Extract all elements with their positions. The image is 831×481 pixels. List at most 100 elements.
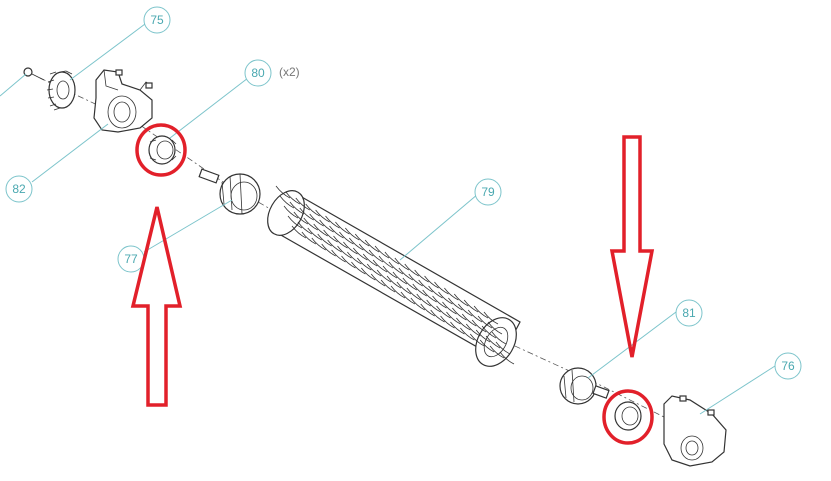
- brush-fin: [420, 303, 435, 317]
- quantity-label: (x2): [279, 65, 300, 79]
- brush-fin: [372, 259, 388, 273]
- brush-fin: [491, 331, 507, 345]
- brush-fin: [370, 273, 386, 287]
- brush-fin: [291, 225, 307, 239]
- brush-fin: [319, 219, 334, 233]
- brush-fin: [471, 319, 487, 333]
- brush-fin: [323, 229, 338, 243]
- brush-fin: [339, 231, 354, 245]
- brush-fin: [412, 283, 427, 297]
- brush-fin: [345, 227, 360, 241]
- brush-fins: [275, 185, 515, 365]
- brush-fin: [341, 255, 356, 269]
- callout-81: 81: [675, 299, 703, 327]
- roller-brush-part-79: [267, 185, 521, 367]
- brush-fin: [499, 351, 515, 365]
- svg-text:79: 79: [481, 185, 495, 199]
- brush-fin: [414, 269, 429, 283]
- brush-fin: [448, 297, 463, 311]
- brush-fin: [358, 243, 374, 257]
- brush-fin: [430, 309, 445, 323]
- brush-fin: [353, 247, 368, 261]
- brush-fin: [349, 237, 364, 251]
- red-up-arrow: [130, 206, 183, 407]
- brush-fin: [295, 197, 310, 211]
- brush-fin: [303, 217, 318, 231]
- brush-fin: [396, 281, 412, 295]
- callout-79: 79: [474, 178, 502, 206]
- bushing-part-80: [148, 135, 177, 165]
- brush-fin: [293, 211, 309, 225]
- brush-fin: [444, 287, 459, 301]
- brush-fin: [398, 267, 414, 281]
- svg-text:76: 76: [781, 359, 795, 373]
- brush-fin: [285, 191, 301, 205]
- brush-fin: [481, 325, 497, 339]
- brush-fin: [289, 201, 305, 215]
- bushing-part-80-right: [614, 401, 642, 431]
- brush-fin: [475, 329, 491, 343]
- svg-text:77: 77: [124, 252, 138, 266]
- brush-fin: [418, 279, 433, 293]
- brush-fin: [325, 215, 340, 229]
- brush-fin: [299, 207, 314, 221]
- brush-fin: [446, 311, 461, 325]
- callout-80: 80 (x2): [244, 59, 300, 87]
- brush-fin: [382, 265, 398, 279]
- brush-fin: [434, 281, 449, 295]
- brush-fin: [279, 195, 295, 209]
- brush-fin: [364, 239, 380, 253]
- svg-text:75: 75: [150, 13, 164, 27]
- brush-fin: [313, 223, 328, 237]
- red-down-arrow: [609, 135, 655, 358]
- brush-fin: [315, 209, 330, 223]
- brush-fin: [406, 287, 422, 301]
- brush-fin: [343, 241, 358, 255]
- brush-fin: [351, 261, 366, 275]
- brush-fin: [402, 277, 418, 291]
- brush-fin: [317, 233, 332, 247]
- brush-fin: [465, 323, 481, 337]
- brush-fin: [450, 321, 465, 335]
- brush-fin: [432, 295, 447, 309]
- brush-fin: [495, 341, 511, 355]
- brush-fin: [483, 311, 499, 325]
- brush-fin: [347, 251, 362, 265]
- brush-fin: [477, 315, 493, 329]
- brush-fin: [368, 249, 384, 263]
- svg-text:81: 81: [682, 306, 696, 320]
- brush-fin: [479, 339, 495, 353]
- brush-fin: [438, 291, 453, 305]
- brush-fin: [337, 245, 352, 259]
- brush-fin: [408, 273, 423, 287]
- brush-fin: [357, 257, 372, 271]
- svg-text:82: 82: [12, 182, 26, 196]
- callout-76: 76: [774, 352, 802, 380]
- brush-fin: [473, 305, 489, 319]
- brush-fin: [416, 293, 431, 307]
- callout-77: 77: [117, 245, 145, 273]
- brush-fin: [331, 249, 346, 263]
- brush-fin: [380, 279, 396, 293]
- brush-fin: [461, 313, 477, 327]
- leader-lines: [0, 23, 776, 415]
- brush-fin: [442, 301, 457, 315]
- brush-fin: [390, 285, 406, 299]
- brush-fin: [275, 185, 291, 199]
- red-highlight-circle-right: [602, 389, 654, 445]
- left-bracket-part: [93, 69, 153, 133]
- brush-fin: [410, 297, 426, 311]
- callout-82: 82: [5, 175, 33, 203]
- brush-fin: [297, 221, 313, 235]
- brush-fin: [457, 303, 473, 317]
- brush-fin: [378, 255, 394, 269]
- brush-fin: [436, 305, 451, 319]
- brush-fin: [467, 309, 483, 323]
- brush-fin: [485, 335, 501, 349]
- brush-fin: [374, 245, 390, 259]
- brush-fin: [386, 275, 402, 289]
- brush-fin: [321, 243, 336, 257]
- brush-fin: [422, 289, 437, 303]
- brush-fin: [469, 333, 485, 347]
